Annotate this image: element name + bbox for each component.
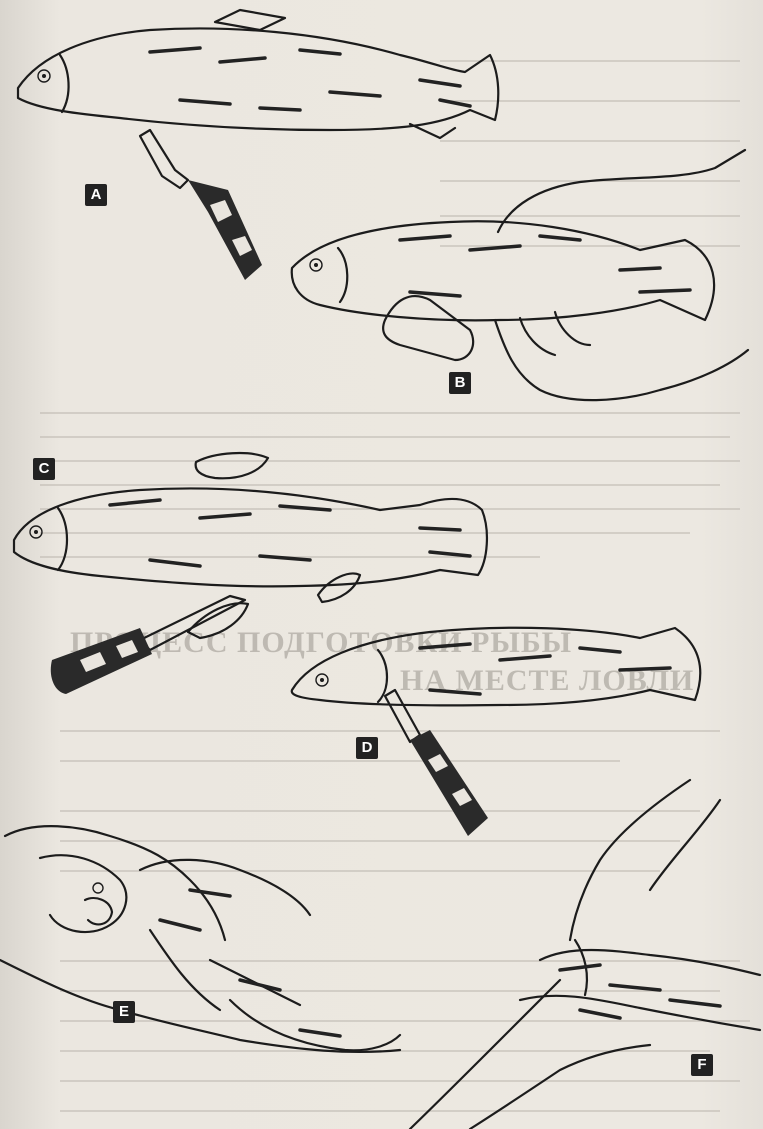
figure-label-a: A [85, 184, 107, 206]
figure-label-c: C [33, 458, 55, 480]
fish-illustration [14, 453, 487, 638]
knife-icon [385, 690, 488, 836]
hand-illustration [383, 150, 748, 400]
figure-label-e: E [113, 1001, 135, 1023]
fish-illustration [292, 221, 714, 320]
hand-illustration [0, 826, 400, 1052]
knife-icon [140, 130, 262, 280]
figure-label-f: F [691, 1054, 713, 1076]
figure-label-d: D [356, 737, 378, 759]
figure-label-b: B [449, 372, 471, 394]
hand-illustration [410, 780, 760, 1129]
fish-illustration [292, 628, 701, 706]
fish-illustration [18, 10, 498, 138]
